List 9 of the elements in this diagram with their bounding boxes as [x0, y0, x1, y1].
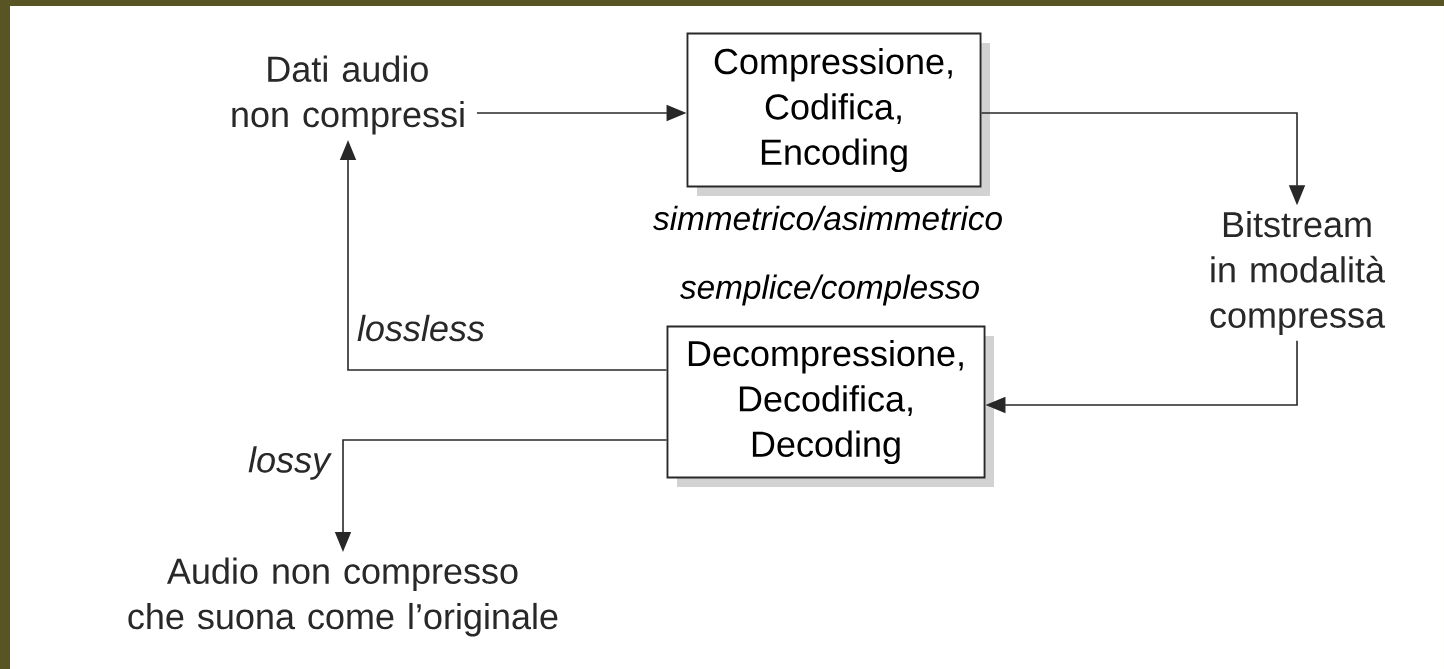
caption-text: simmetrico/asimmetrico: [653, 205, 1002, 231]
data-text: Dati audio non compressi: [232, 55, 464, 135]
data-text: Bitstream in modalità compressa: [1210, 210, 1386, 336]
data-text: Audio non compresso che suona come l’originale: [128, 557, 558, 637]
process-box: Decompressione, Decodifica, Decoding: [666, 325, 994, 487]
edge-label: lossy: [245, 443, 333, 483]
caption-text: semplice/complesso: [680, 274, 979, 306]
edge-label: lossless: [354, 312, 488, 344]
process-box: Compressione, Codifica, Encoding: [686, 32, 990, 196]
